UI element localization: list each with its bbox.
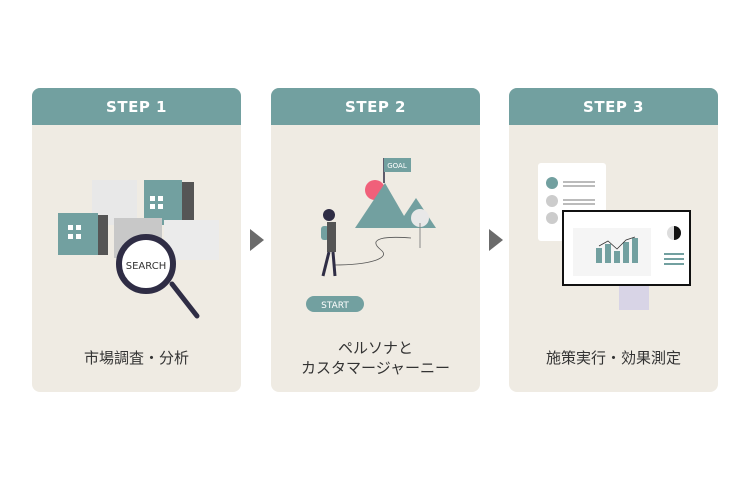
measurement-illustration: [538, 163, 691, 310]
step-3-card: STEP 3 施策実行・効果測定: [509, 88, 718, 392]
step-2-header: STEP 2: [271, 88, 480, 125]
market-research-illustration: SEARCH: [58, 180, 219, 319]
step-1-card: STEP 1 SEARCH 市場調査・分析: [32, 88, 241, 392]
start-badge: [306, 296, 364, 312]
step-3-label: 施策実行・効果測定: [545, 349, 681, 367]
step-1-label: 市場調査・分析: [83, 349, 189, 367]
step-2-label-line2: カスタマージャーニー: [301, 359, 450, 377]
person-icon: [321, 209, 337, 277]
goal-flag-icon: [384, 158, 411, 172]
step-2-label: ペルソナとカスタマージャーニー: [271, 336, 480, 380]
magnifier-icon: SEARCH: [116, 234, 200, 319]
monitor-icon: [562, 210, 691, 310]
step-3-header: STEP 3: [509, 88, 718, 125]
customer-journey-illustration: GOAL START: [306, 158, 436, 312]
search-text: SEARCH: [126, 261, 166, 272]
step-2-label-line1: ペルソナと: [337, 339, 413, 357]
arrow-right-icon: [489, 229, 503, 251]
step-2-card: STEP 2 GOAL START ペルソナとカスタマージャーニー: [271, 88, 480, 392]
goal-text: GOAL: [387, 162, 407, 170]
arrow-right-icon: [250, 229, 264, 251]
mountain-icon: [355, 183, 411, 228]
step-1-header: STEP 1: [32, 88, 241, 125]
start-text: START: [321, 301, 349, 311]
